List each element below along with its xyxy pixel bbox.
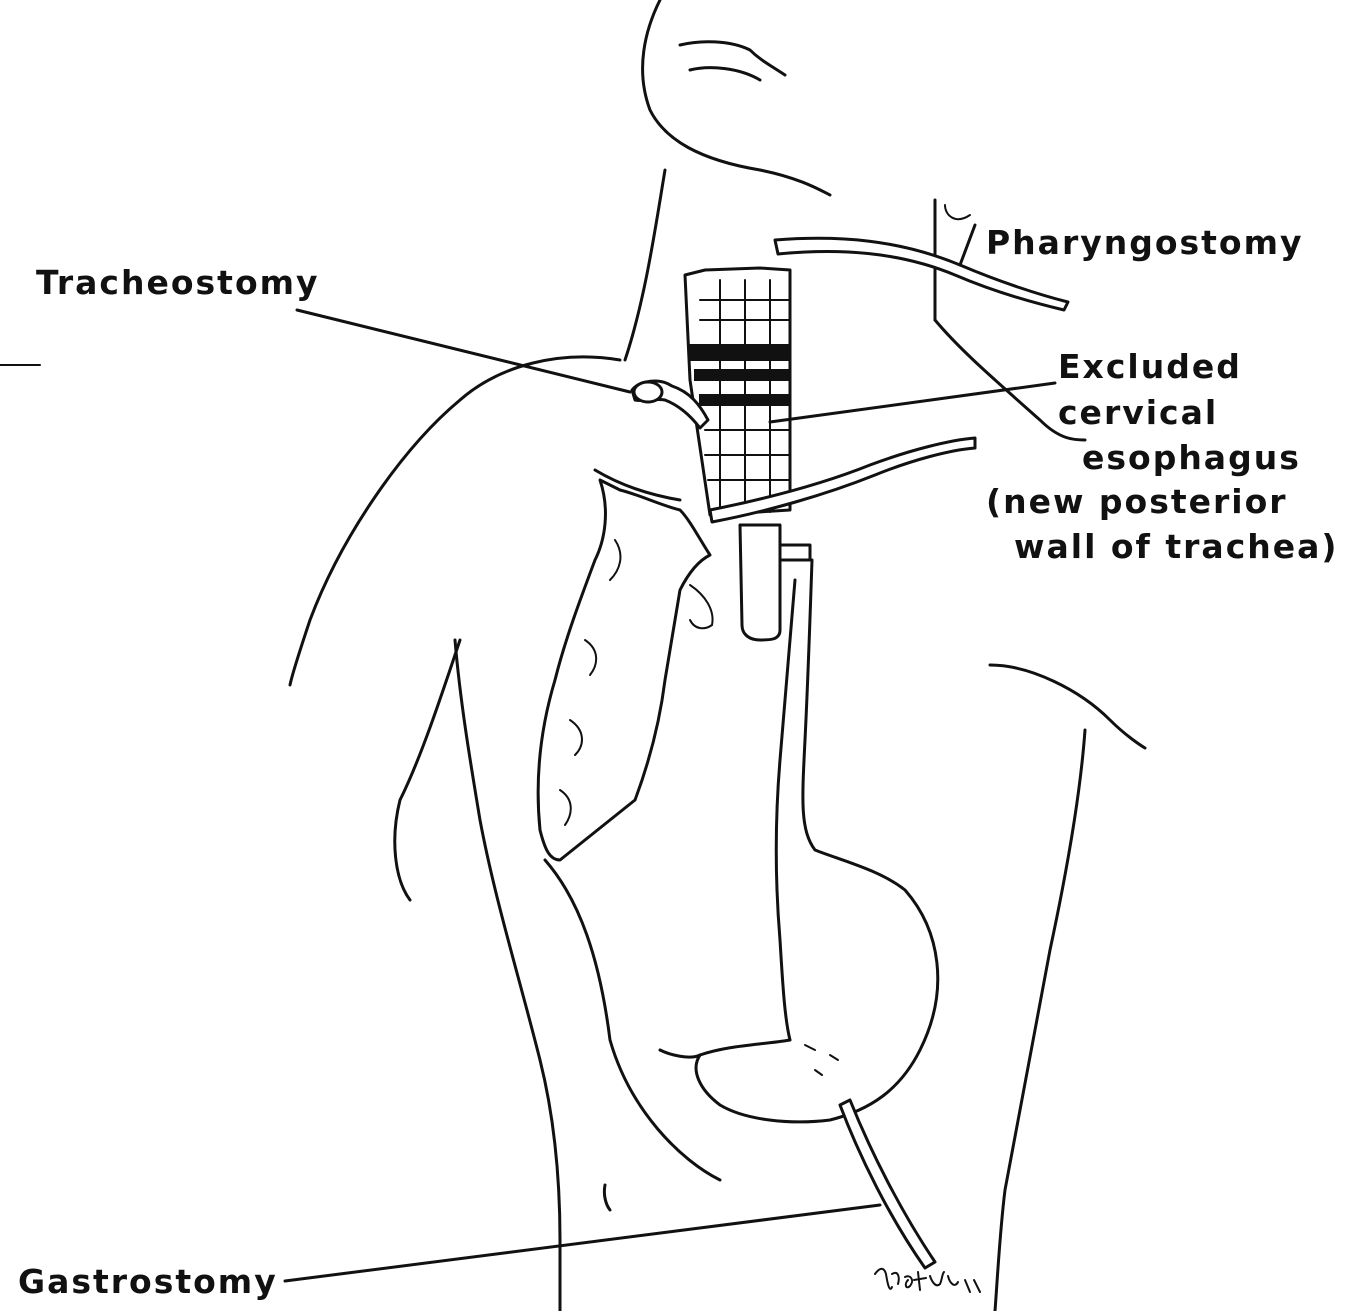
pharyngostomy-leader [960,225,975,265]
label-pharyngostomy: Pharyngostomy [986,226,1304,259]
artist-signature [870,1262,990,1302]
trachea [685,268,790,515]
esophagus-stomach [660,560,938,1122]
gastrostomy-leader [285,1205,880,1281]
leader-lines [0,225,1055,1281]
gastrostomy-tube [840,1100,935,1268]
label-excluded-line-3: esophagus [1082,441,1301,474]
label-excluded-line-4: (new posterior [986,485,1288,518]
label-excluded-line-1: Excluded [1058,350,1242,383]
mediastinal-mass [538,480,712,860]
label-excluded-line-5: wall of trachea) [1014,530,1339,563]
tracheostomy-leader [297,310,630,392]
label-excluded-line-2: cervical [1058,396,1218,429]
excluded-esophagus-segment [740,525,810,640]
excluded-esophagus-leader [770,383,1055,422]
label-tracheostomy: Tracheostomy [36,266,320,299]
label-gastrostomy: Gastrostomy [18,1265,278,1298]
head-outline [643,0,970,219]
